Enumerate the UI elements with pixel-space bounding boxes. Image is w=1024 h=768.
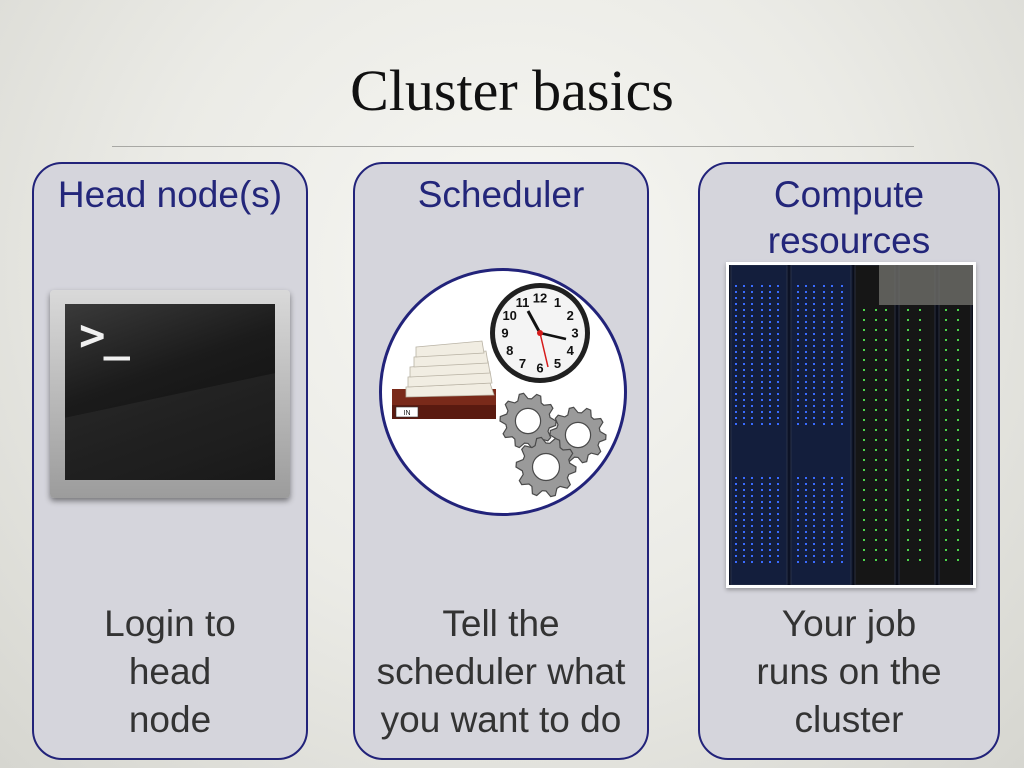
panel-title-line: resources [767,220,931,261]
clock-number: 9 [501,326,508,341]
panel-head-node: Head node(s) >_ Login to head node [32,162,308,760]
caption-line: you want to do [380,699,622,740]
panel-caption: Login to head node [34,600,306,744]
caption-line: Your job [781,603,917,644]
caption-line: cluster [794,699,904,740]
clock-number: 4 [567,343,575,358]
clock-number: 2 [567,308,574,323]
panel-title: Compute resources [700,172,998,264]
caption-line: node [128,699,212,740]
clock-number: 12 [533,291,547,306]
tray-label: IN [404,410,411,417]
clock-number: 10 [502,308,516,323]
clock-number: 7 [519,356,526,371]
paper-tray-icon: IN [392,340,496,419]
panel-title-line: Head node(s) [57,174,283,215]
caption-line: scheduler what [376,651,626,692]
panel-caption: Your job runs on the cluster [700,600,998,744]
panel-title-line: Compute [773,174,925,215]
panel-caption: Tell the scheduler what you want to do [355,600,647,744]
title-divider [112,146,914,147]
clock-number: 1 [554,295,561,310]
caption-line: Login to [104,603,236,644]
panel-title-line: Scheduler [417,174,585,215]
clock-number: 6 [536,361,543,376]
clock-number: 8 [506,343,513,358]
caption-line: head [128,651,212,692]
terminal-prompt: >_ [79,310,130,361]
clock-number: 11 [516,295,530,310]
clock-number: 5 [554,356,561,371]
terminal-icon: >_ [50,290,290,498]
clock-number: 3 [571,326,578,341]
panel-title: Head node(s) [34,172,306,218]
gears-icon [499,392,607,498]
panel-compute-resources: Compute resources Your job runs on the c… [698,162,1000,760]
caption-line: Tell the [442,603,560,644]
server-racks-image [726,262,976,588]
caption-line: runs on the [756,651,942,692]
server-racks-illustration [729,265,973,585]
slide-title: Cluster basics [350,58,674,123]
terminal-screen: >_ [65,304,275,480]
panel-title: Scheduler [355,172,647,218]
